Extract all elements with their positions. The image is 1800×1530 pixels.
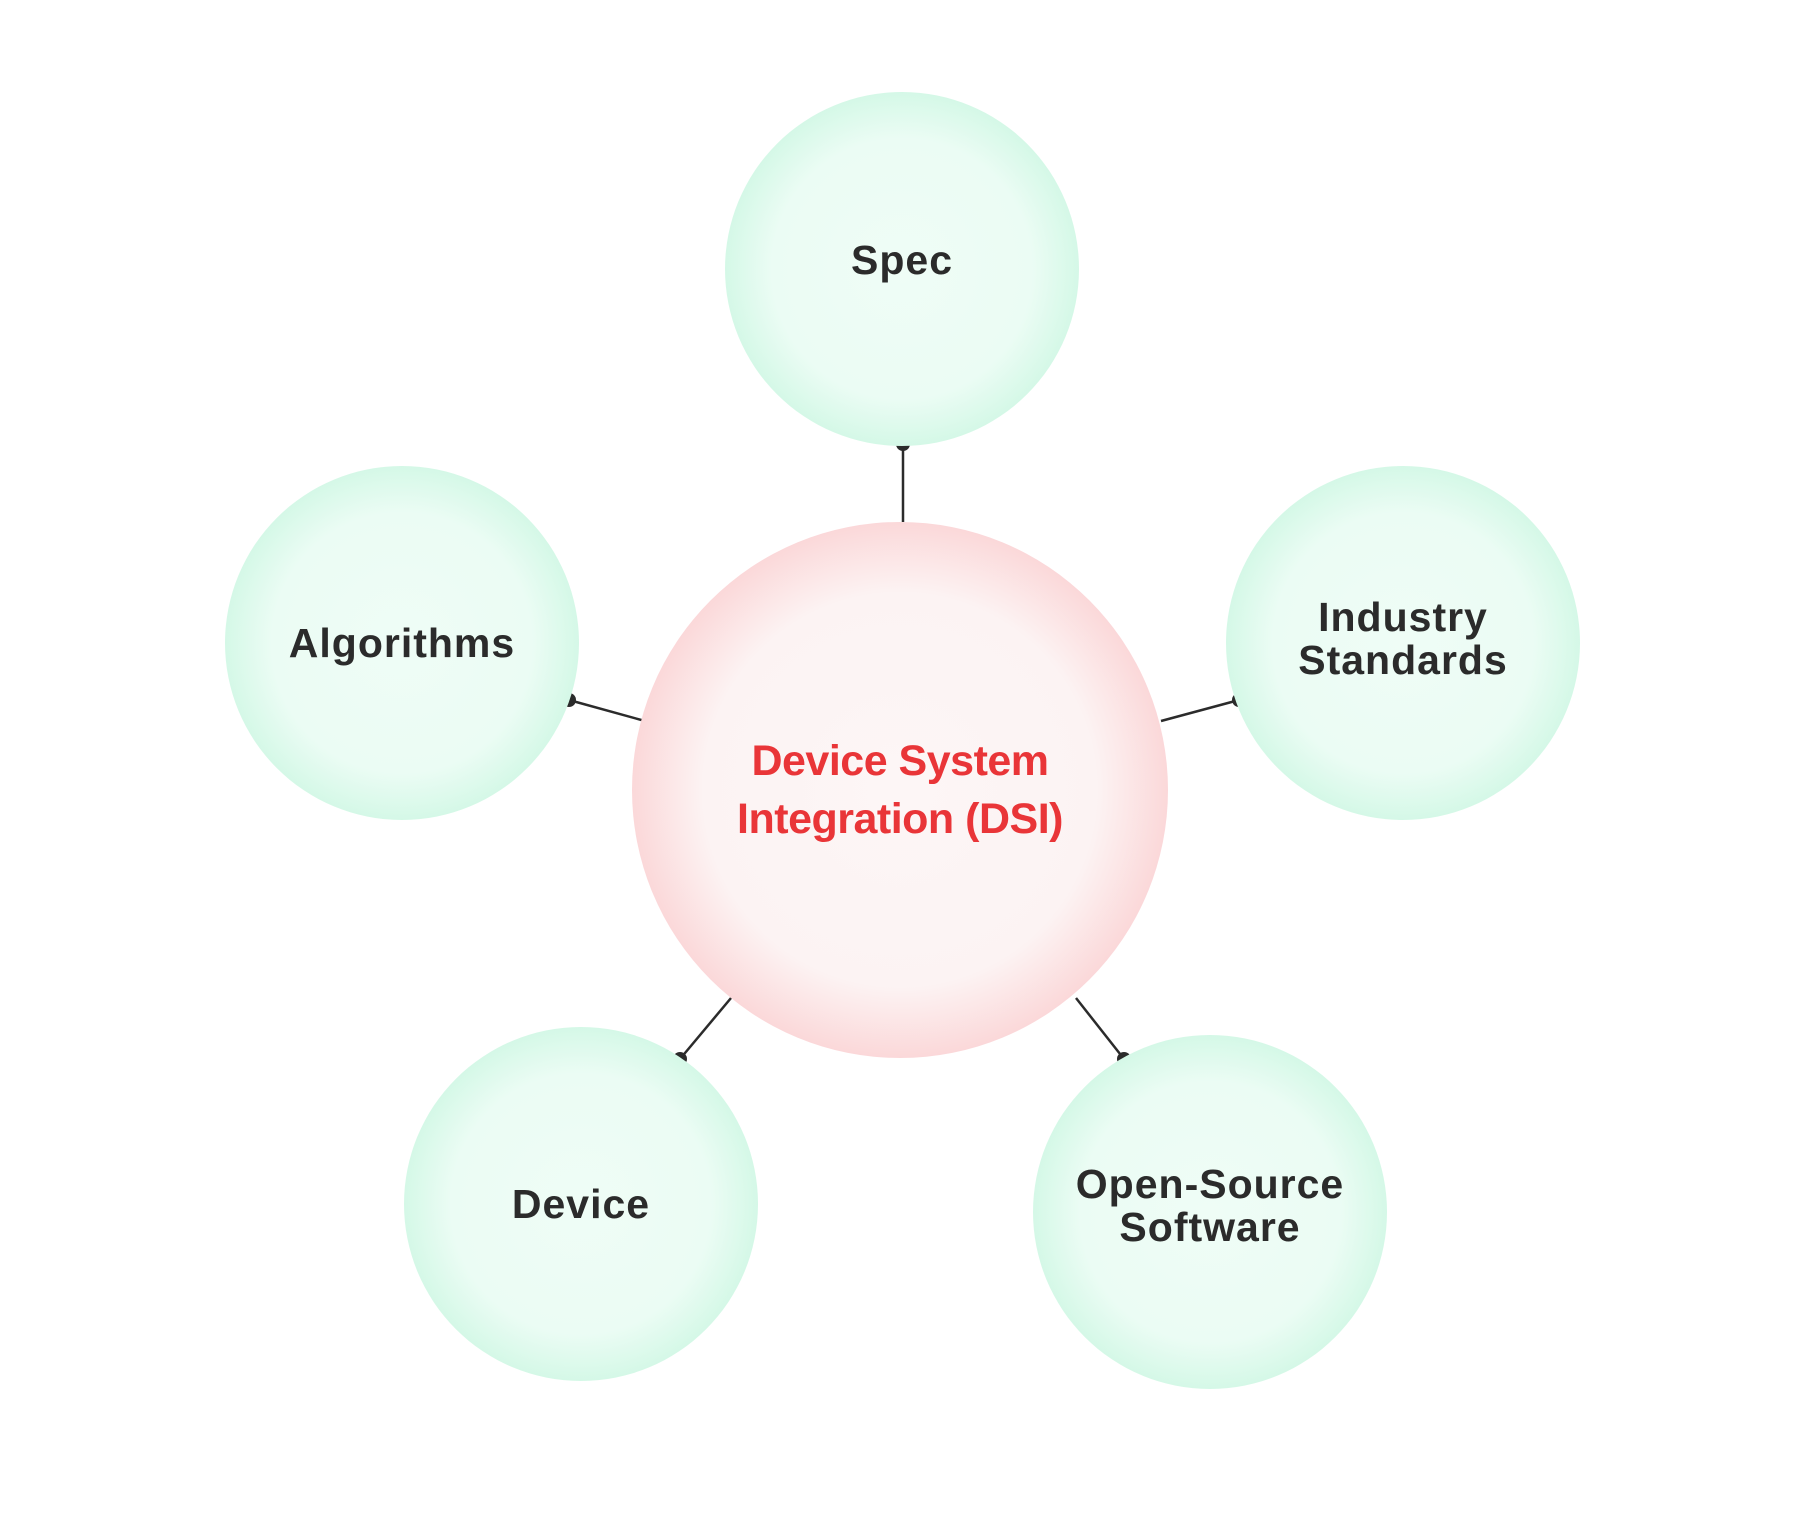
- connector-industry: [1160, 698, 1240, 723]
- node-spec: Spec: [725, 92, 1079, 446]
- hub-label: Device System Integration (DSI): [737, 732, 1063, 848]
- node-algorithms-label: Algorithms: [288, 619, 516, 666]
- hub-node: Device System Integration (DSI): [632, 522, 1168, 1058]
- hub-title-line1: Device System: [751, 737, 1049, 785]
- node-industry-line1: Industry: [1318, 594, 1488, 640]
- node-algorithms: Algorithms: [225, 466, 579, 820]
- node-algorithms-line1: Algorithms: [288, 619, 516, 666]
- hub-title-line2: Integration (DSI): [737, 795, 1063, 843]
- node-spec-line1: Spec: [851, 236, 953, 283]
- connector-algorithms: [568, 698, 646, 723]
- node-device-label: Device: [511, 1180, 651, 1227]
- node-industry-line2: Standards: [1298, 637, 1508, 683]
- node-open-source-software: Open-Source Software: [1033, 1035, 1387, 1389]
- node-spec-label: Spec: [851, 236, 953, 283]
- node-open-source-line1: Open-Source: [1075, 1161, 1345, 1207]
- node-open-source-label: Open-Source Software: [1076, 1163, 1344, 1249]
- node-industry-standards-label: Industry Standards: [1298, 596, 1508, 682]
- node-device: Device: [404, 1027, 758, 1381]
- connector-open-source: [1075, 997, 1125, 1060]
- node-open-source-line2: Software: [1119, 1204, 1301, 1250]
- connector-device: [679, 997, 732, 1060]
- node-industry-standards: Industry Standards: [1226, 466, 1580, 820]
- node-device-line1: Device: [511, 1180, 651, 1227]
